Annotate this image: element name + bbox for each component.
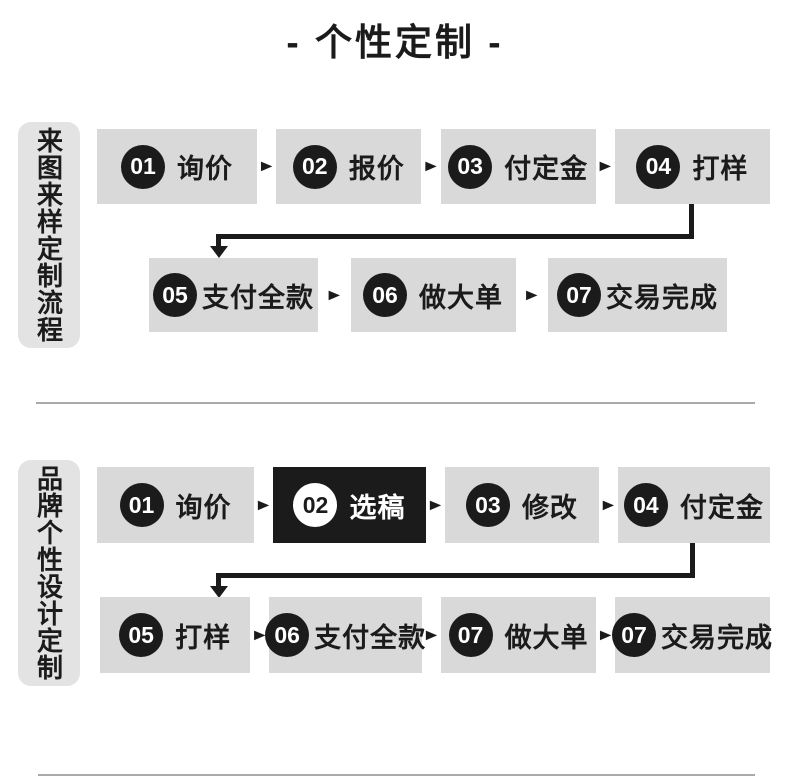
connector-line [689,204,694,239]
step-number-badge: 02 [292,144,337,189]
flow1-row1: 01 询价 ► 02 报价 ► 03 付定金 ► 04 打样 [97,129,770,204]
flow1-label-box: 来图来样定制流程 [18,122,80,348]
step-label: 询价 [177,154,233,184]
step-label: 交易完成 [606,282,718,313]
step-number-badge: 07 [448,613,493,657]
arrow-right-icon: ► [421,157,441,176]
step-number-badge: 05 [119,613,164,657]
step-box: 01 询价 [97,129,257,204]
arrow-right-icon: ► [422,626,441,644]
step-number-badge: 07 [557,273,601,317]
flow2-label: 品牌个性设计定制 [33,465,64,681]
step-box: 05 支付全款 [149,258,318,332]
step-box: 01 询价 [97,467,255,543]
divider [36,402,755,404]
step-box: 03 修改 [444,467,600,543]
flow1-label: 来图来样定制流程 [33,127,64,343]
step-number-badge: 01 [121,144,165,189]
step-number-badge: 03 [448,144,493,189]
arrow-down-icon [210,586,228,598]
arrow-right-icon: ► [595,157,615,176]
step-box: 07 交易完成 [548,258,727,332]
step-box: 05 打样 [100,597,251,673]
step-box-highlighted: 02 选稿 [272,467,427,543]
arrow-right-icon: ► [324,286,344,304]
connector-line [216,573,221,587]
arrow-right-icon: ► [426,496,445,514]
connector-line [216,234,221,247]
step-label: 支付全款 [314,622,427,653]
step-number-badge: 01 [119,483,164,527]
step-box: 06 支付全款 [265,597,425,673]
step-number-badge: 07 [612,613,656,657]
step-label: 选稿 [349,492,406,523]
arrow-down-icon [210,246,228,258]
step-label: 付定金 [504,154,589,184]
flow2-row2: 05 打样 ► 06 支付全款 ► 07 做大单 ► 07 交易完成 [100,597,773,673]
step-box: 04 付定金 [617,467,770,543]
step-label: 付定金 [679,492,764,523]
flow1-row2: 05 支付全款 ► 06 做大单 ► 07 交易完成 [149,258,727,332]
step-label: 修改 [521,492,578,523]
step-box: 07 交易完成 [612,597,773,673]
arrow-right-icon: ► [257,157,277,176]
page-title: - 个性定制 - [286,22,504,63]
step-label: 报价 [348,154,405,184]
step-number-badge: 02 [293,483,338,527]
divider [38,774,755,776]
step-box: 02 报价 [276,129,422,204]
arrow-right-icon: ► [250,626,270,644]
arrow-right-icon: ► [522,286,542,304]
step-label: 打样 [692,154,749,184]
step-number-badge: 05 [153,273,197,317]
step-box: 04 打样 [614,129,770,204]
arrow-right-icon: ► [596,626,615,644]
connector-line [216,573,695,578]
step-label: 支付全款 [202,282,314,313]
step-label: 做大单 [504,622,589,653]
step-number-badge: 03 [465,483,510,527]
connector-line [216,234,694,239]
connector-line [690,543,695,578]
step-label: 打样 [175,622,232,653]
flow2-label-box: 品牌个性设计定制 [18,460,80,686]
step-label: 做大单 [419,282,503,313]
step-box: 06 做大单 [350,258,516,332]
step-box: 07 做大单 [440,597,597,673]
step-number-badge: 06 [363,273,407,317]
arrow-right-icon: ► [254,496,273,514]
arrow-right-icon: ► [599,496,618,514]
step-box: 03 付定金 [440,129,596,204]
step-label: 交易完成 [661,622,773,653]
step-number-badge: 04 [636,144,681,189]
step-number-badge: 06 [265,613,310,657]
flow2-row1: 01 询价 ► 02 选稿 ► 03 修改 ► 04 付定金 [97,467,770,543]
step-label: 询价 [175,492,232,523]
step-number-badge: 04 [623,483,668,527]
